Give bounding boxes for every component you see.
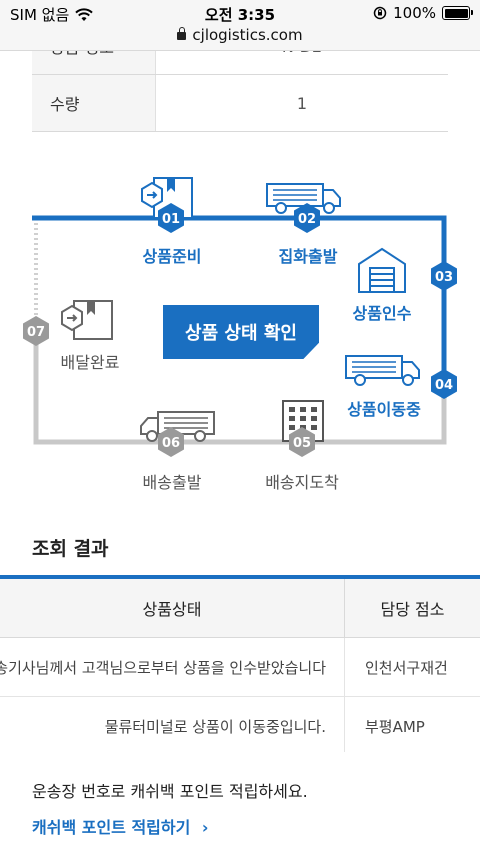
row-status: 물류터미널로 상품이 이동중입니다.	[0, 697, 345, 755]
box-scan-icon	[141, 177, 193, 219]
info-value-quantity: 1	[296, 93, 308, 113]
lock-icon	[177, 27, 187, 40]
step-num-02: 02	[298, 212, 316, 227]
step-num-05: 05	[293, 436, 311, 451]
step-badge-05: 05	[289, 427, 315, 457]
banner-text: 운송장 번호로 캐쉬백 포인트 적립하세요.	[32, 782, 308, 801]
step-num-03: 03	[435, 270, 453, 285]
orientation-lock-icon	[373, 6, 387, 20]
step-badge-04: 04	[431, 369, 457, 399]
header-branch: 담당 점소	[380, 600, 445, 619]
results-top-border	[0, 575, 480, 579]
step-num-06: 06	[162, 436, 180, 451]
step-label-02: 집화출발	[278, 247, 338, 266]
step-badge-07: 07	[23, 316, 49, 346]
clock-fg: 오전 3:35	[204, 6, 276, 24]
results-header-row: 상품상태 담당 점소	[0, 579, 480, 638]
delivered-box-icon	[61, 300, 113, 340]
step-label-05: 배송지도착	[265, 473, 339, 492]
step-badge-06: 06	[158, 427, 184, 457]
step-label-04: 상품이동중	[347, 400, 421, 419]
info-row-quantity: 수량 1	[32, 75, 448, 132]
url-text-fg: cjlogistics.com	[192, 26, 303, 44]
truck-icon-04	[345, 355, 420, 386]
carrier-indicator-fg: SIM 없음	[10, 4, 93, 25]
info-label-quantity: 수량	[32, 75, 156, 131]
table-row: 물류터미널로 상품이 이동중입니다. 부평AMP	[0, 697, 480, 756]
cashback-link[interactable]: 캐쉬백 포인트 적립하기 ›	[32, 814, 209, 838]
cashback-banner: 운송장 번호로 캐쉬백 포인트 적립하세요. 캐쉬백 포인트 적립하기 ›	[0, 752, 480, 854]
step-num-07: 07	[27, 325, 45, 340]
battery-percent-fg: 100%	[393, 4, 436, 22]
wifi-icon	[75, 7, 93, 21]
row-branch: 인천서구재건	[365, 658, 448, 677]
results-title: 조회 결과	[32, 538, 109, 560]
step-num-04: 04	[435, 378, 453, 393]
step-label-07: 배달완료	[60, 353, 120, 372]
battery-area-fg: 100%	[373, 4, 473, 22]
step-label-03: 상품인수	[352, 304, 412, 323]
battery-icon	[442, 6, 473, 20]
status-bar-foreground: SIM 없음 오전 3:35 100% cjlogistics.com	[0, 0, 480, 50]
chevron-right-icon: ›	[201, 818, 209, 837]
step-badge-02: 02	[294, 203, 320, 233]
cashback-link-label: 캐쉬백 포인트 적립하기	[32, 818, 191, 837]
row-status: 배송기사님께서 고객님으로부터 상품을 인수받았습니다	[0, 638, 345, 696]
header-status: 상품상태	[0, 579, 345, 637]
truck-icon-02	[266, 183, 341, 214]
table-row: 배송기사님께서 고객님으로부터 상품을 인수받았습니다 인천서구재건	[0, 638, 480, 697]
step-label-06: 배송출발	[142, 473, 202, 492]
track-inactive	[33, 332, 447, 445]
carrier-text-fg: SIM 없음	[10, 6, 70, 24]
status-bar-cover	[0, 0, 480, 51]
check-status-button[interactable]: 상품 상태 확인	[163, 305, 319, 359]
warehouse-icon	[358, 247, 406, 293]
step-badge-03: 03	[431, 261, 457, 291]
step-label-01: 상품준비	[142, 247, 202, 266]
step-num-01: 01	[162, 212, 180, 227]
row-branch: 부평AMP	[365, 717, 425, 736]
step-badge-01: 01	[158, 203, 184, 233]
address-bar-fg[interactable]: cjlogistics.com	[0, 26, 480, 44]
